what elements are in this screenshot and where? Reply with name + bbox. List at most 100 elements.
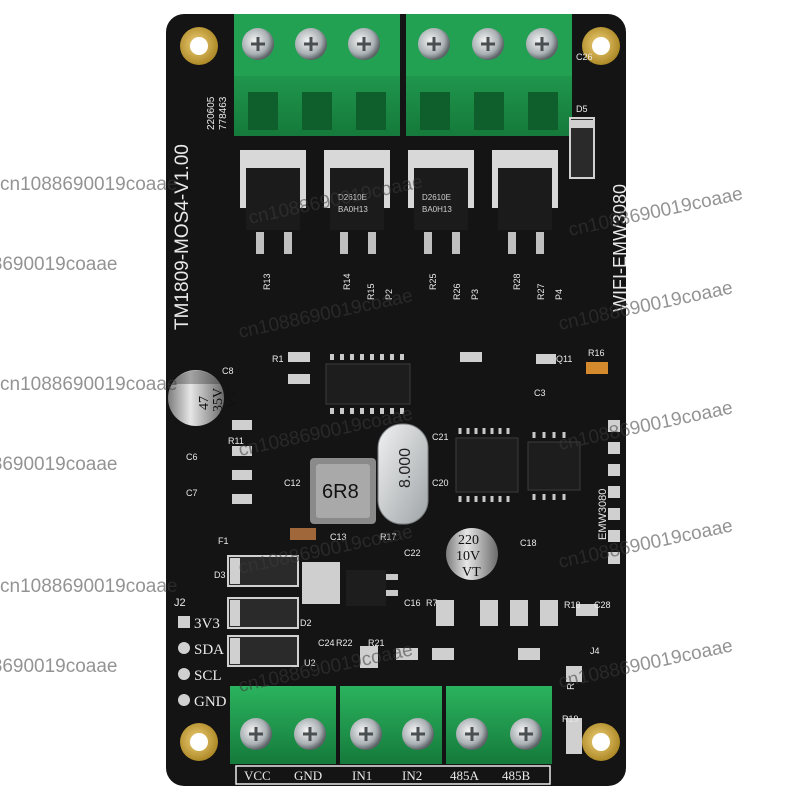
refdes-d2: D2 bbox=[300, 618, 312, 628]
refdes-f1: F1 bbox=[218, 536, 229, 546]
cap-small-line1: 220 bbox=[458, 533, 479, 548]
refdes-r18: R18 bbox=[564, 600, 581, 610]
cap-small-line3: VT bbox=[462, 565, 481, 580]
watermark-text: cn1088690019coaae bbox=[0, 454, 118, 475]
smd-components bbox=[232, 352, 608, 754]
mosfet bbox=[240, 150, 306, 254]
wifi-module-label: WIFI-EMW3080 bbox=[610, 184, 630, 312]
crystal-marking: 8.000 bbox=[397, 448, 414, 488]
refdes-q11: Q11 bbox=[556, 354, 572, 364]
cap-small-line2: 10V bbox=[456, 549, 480, 564]
terminal-block-top-left bbox=[234, 14, 400, 136]
mosfet-row: D2610E BA0H13 D2610E BA0H13 bbox=[240, 150, 558, 254]
mosfet: D2610E BA0H13 bbox=[408, 150, 474, 254]
terminal-labels: VCC GND IN1 IN2 485A 485B bbox=[235, 765, 551, 785]
refdes-r26: R26 bbox=[452, 283, 462, 300]
mosfet-marking-line2: BA0H13 bbox=[338, 205, 368, 214]
refdes-r11: R11 bbox=[228, 436, 244, 446]
refdes-r22: R22 bbox=[336, 638, 353, 648]
refdes-j4: J4 bbox=[590, 646, 600, 656]
diode-u2 bbox=[227, 635, 299, 667]
ic-right-1 bbox=[455, 428, 519, 502]
refdes-r19: R19 bbox=[562, 714, 579, 724]
board-model-label: TM1809-MOS4-V1.00 bbox=[172, 144, 193, 330]
refdes-c8: C8 bbox=[222, 366, 234, 376]
refdes-c18: C18 bbox=[520, 538, 537, 548]
refdes-p2: P2 bbox=[384, 289, 394, 300]
watermark-text: cn1088690019coaae bbox=[0, 254, 118, 275]
inductor-marking: 6R8 bbox=[322, 481, 359, 503]
header-j2: J2 3V3 SDA SCL GND bbox=[174, 597, 227, 710]
refdes-r13: R13 bbox=[262, 273, 272, 290]
cap-large-line3: VT bbox=[225, 389, 240, 408]
refdes-r21: R21 bbox=[368, 638, 385, 648]
capacitor-47uf: 47 35V VT bbox=[168, 370, 240, 426]
mounting-hole-bottom-left bbox=[180, 723, 218, 761]
terminal-block-top-right bbox=[406, 14, 572, 136]
terminal-block-bottom bbox=[230, 686, 552, 764]
refdes-c7: C7 bbox=[186, 488, 198, 498]
refdes-r14: R14 bbox=[342, 273, 352, 290]
refdes-r1: R1 bbox=[272, 354, 284, 364]
wifi-header-pads bbox=[608, 420, 620, 564]
refdes-c24: C24 bbox=[318, 638, 335, 648]
refdes-c21: C21 bbox=[432, 432, 449, 442]
watermark-text: cn1088690019coaae bbox=[0, 576, 178, 597]
mosfet-marking-line1: D2610E bbox=[338, 193, 367, 202]
emw-label: EMW3080 bbox=[597, 489, 609, 540]
mosfet-marking-line2: BA0H13 bbox=[422, 205, 452, 214]
refdes-c20: C20 bbox=[432, 478, 449, 488]
refdes-r7: R7 bbox=[426, 598, 438, 608]
cap-large-line2: 35V bbox=[211, 388, 226, 412]
pin-label-sda: SDA bbox=[194, 642, 224, 658]
header-j2-label: J2 bbox=[174, 597, 186, 609]
watermark-text: cn1088690019coaae bbox=[0, 174, 178, 195]
lot-code-label: 778463 bbox=[218, 96, 229, 130]
mounting-hole-top-right bbox=[582, 27, 620, 65]
pin-label-gnd: GND bbox=[194, 694, 227, 710]
ic-right-2 bbox=[527, 432, 581, 500]
pin-label-scl: SCL bbox=[194, 668, 222, 684]
terminal-label-in2: IN2 bbox=[402, 768, 422, 783]
refdes-r16: R16 bbox=[588, 348, 605, 358]
refdes-r27: R27 bbox=[536, 283, 546, 300]
capacitor-220uf: 220 10V VT bbox=[446, 528, 498, 580]
refdes-p3: P3 bbox=[470, 289, 480, 300]
refdes-r25: R25 bbox=[428, 273, 438, 290]
refdes-d5: D5 bbox=[576, 104, 588, 114]
ic-top-center bbox=[325, 354, 411, 414]
date-code-label: 220605 bbox=[206, 96, 217, 130]
watermark-text: cn1088690019coaae bbox=[0, 374, 178, 395]
mosfet bbox=[492, 150, 558, 254]
pin-label-3v3: 3V3 bbox=[194, 616, 220, 632]
cap-large-line1: 47 bbox=[197, 396, 212, 410]
refdes-c26: C26 bbox=[576, 52, 593, 62]
refdes-u2: U2 bbox=[304, 658, 316, 668]
mosfet: D2610E BA0H13 bbox=[324, 150, 390, 254]
terminal-label-in1: IN1 bbox=[352, 768, 372, 783]
refdes-c13: C13 bbox=[330, 532, 347, 542]
refdes-c6: C6 bbox=[186, 452, 198, 462]
mosfet-marking-line1: D2610E bbox=[422, 193, 451, 202]
refdes-r17: R17 bbox=[380, 532, 397, 542]
watermark-text: cn1088690019coaae bbox=[0, 656, 118, 677]
diode-d5 bbox=[569, 117, 595, 179]
refdes-c12: C12 bbox=[284, 478, 301, 488]
terminal-label-gnd: GND bbox=[294, 768, 322, 783]
terminal-label-vcc: VCC bbox=[244, 768, 271, 783]
diode-d3 bbox=[227, 555, 299, 587]
refdes-c3: C3 bbox=[534, 388, 546, 398]
refdes-c28: C28 bbox=[594, 600, 611, 610]
refdes-c22: C22 bbox=[404, 548, 421, 558]
refdes-d3: D3 bbox=[214, 570, 226, 580]
refdes-labels: C8 R1 R11 C6 C7 F1 D3 C13 C12 R17 C22 C2… bbox=[186, 52, 611, 724]
regulator bbox=[302, 562, 398, 606]
inductor: 6R8 bbox=[310, 458, 376, 524]
mounting-hole-top-left bbox=[180, 27, 218, 65]
refdes-c16: C16 bbox=[404, 598, 421, 608]
mounting-hole-bottom-right bbox=[582, 723, 620, 761]
crystal: 8.000 bbox=[377, 423, 429, 525]
terminal-label-485b: 485B bbox=[502, 768, 531, 783]
diode-d2 bbox=[227, 597, 299, 629]
